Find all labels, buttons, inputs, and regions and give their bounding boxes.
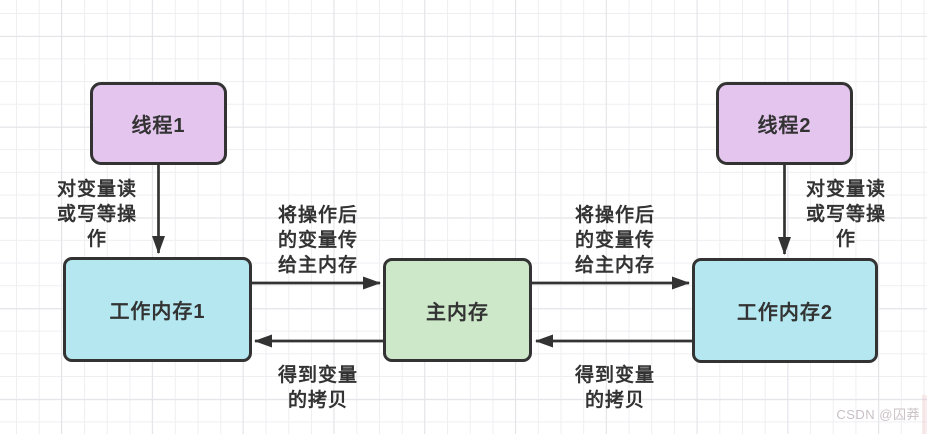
node-thread1: 线程1	[90, 82, 227, 165]
watermark-tint	[922, 395, 927, 434]
node-working-memory2-label: 工作内存2	[736, 302, 834, 324]
watermark: CSDN @囚莽	[836, 407, 920, 422]
edge-label-wm2-get-copy: 得到变量 的拷贝	[574, 365, 656, 411]
node-working-memory1: 工作内存1	[63, 257, 252, 362]
edge-label-thread1-operation: 对变量读 或写等操 作	[56, 179, 138, 250]
edge-label-wm1-write-to-main: 将操作后 的变量传 给主内存	[277, 205, 359, 276]
node-working-memory2: 工作内存2	[692, 258, 878, 363]
node-thread2: 线程2	[716, 82, 853, 165]
node-main-memory: 主内存	[383, 258, 532, 362]
node-working-memory1-label: 工作内存1	[109, 301, 206, 323]
node-thread2-label: 线程2	[757, 115, 812, 137]
edge-label-main-write-wm2: 将操作后 的变量传 给主内存	[574, 205, 656, 276]
edge-label-wm1-get-copy: 得到变量 的拷贝	[277, 365, 359, 411]
node-thread1-label: 线程1	[131, 115, 186, 137]
node-main-memory-label: 主内存	[426, 301, 489, 324]
edge-label-thread2-operation: 对变量读 或写等操 作	[805, 179, 887, 250]
